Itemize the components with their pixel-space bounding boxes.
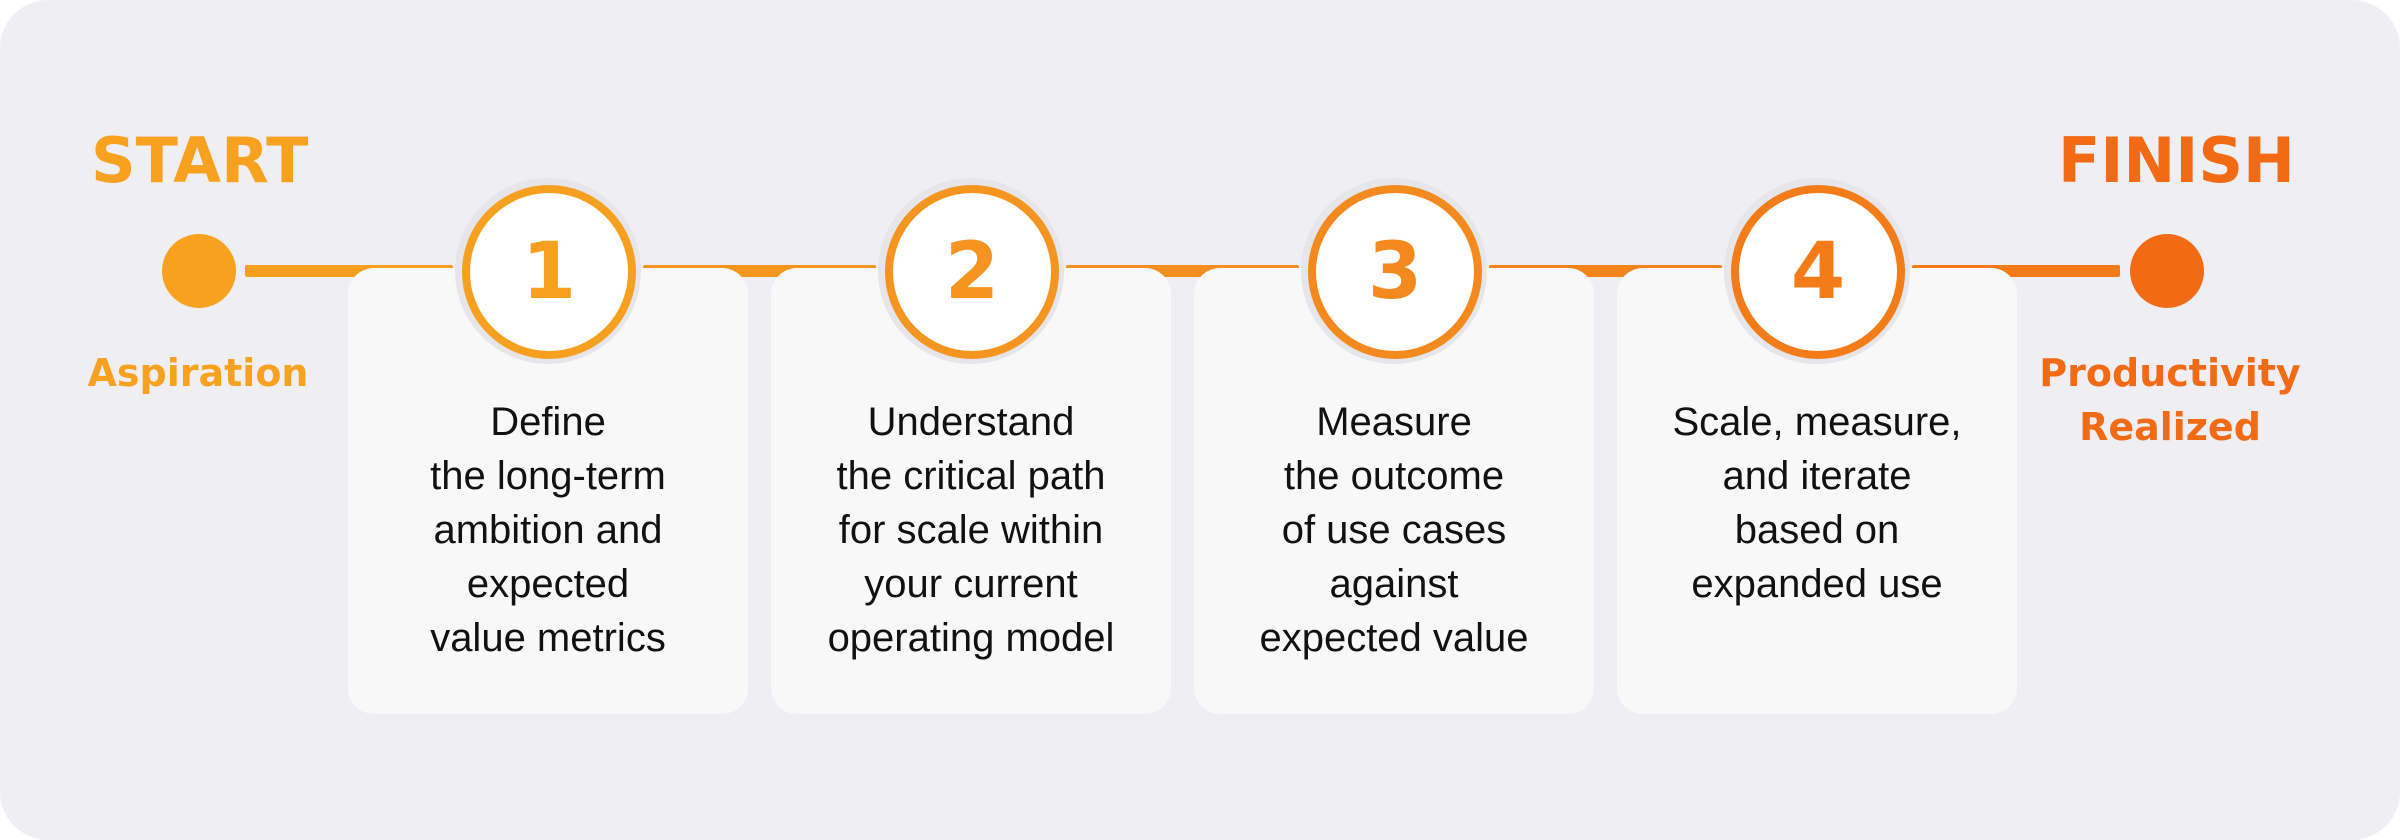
step-4-text: Scale, measure, and iterate based on exp…: [1672, 400, 1962, 606]
finish-dot: [2130, 234, 2204, 308]
step-2-text: Understand the critical path for scale w…: [827, 400, 1115, 660]
step-1-text: Define the long-term ambition and expect…: [430, 400, 666, 660]
start-title: START: [91, 124, 309, 197]
start-subtitle: Aspiration: [87, 351, 309, 395]
start-dot: [162, 234, 236, 308]
step-3-badge: 3: [1308, 185, 1482, 359]
step-4-badge: 4: [1731, 185, 1905, 359]
step-1-badge: 1: [462, 185, 636, 359]
step-3-text: Measure the outcome of use cases against…: [1259, 400, 1529, 660]
finish-title: FINISH: [2058, 124, 2295, 197]
finish-subtitle: Productivity Realized: [2039, 351, 2301, 449]
step-2-badge: 2: [885, 185, 1059, 359]
